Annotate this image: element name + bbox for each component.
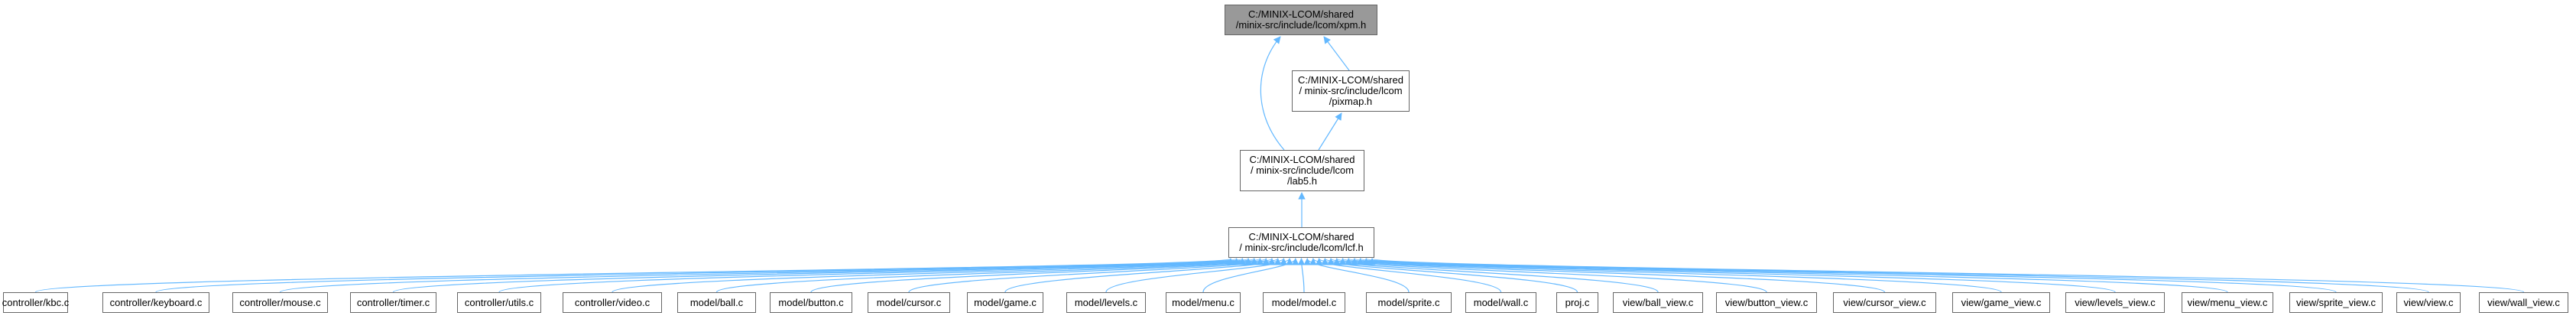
node-leaf-controller-kbc-c[interactable]: controller/kbc.c [2,292,69,313]
edge-leaf-to-lcf [1357,258,2337,293]
node-leaf-model-cursor-c[interactable]: model/cursor.c [868,292,950,313]
node-lcf-h[interactable]: C:/MINIX-LCOM/shared / minix-src/include… [1228,227,1374,258]
edge-leaf-to-lcf [1351,258,2228,293]
node-leaf-controller-timer-c[interactable]: controller/timer.c [350,292,436,313]
node-leaf-view-game-view-c[interactable]: view/game_view.c [1952,292,2050,313]
edge-pixmap-to-xpm [1323,36,1350,71]
node-leaf-controller-utils-c[interactable]: controller/utils.c [457,292,541,313]
node-leaf-model-wall-c[interactable]: model/wall.c [1465,292,1536,313]
node-leaf-model-levels-c[interactable]: model/levels.c [1066,292,1146,313]
node-leaf-view-view-c[interactable]: view/view.c [2396,292,2461,313]
edge-leaf-to-lcf [498,258,1258,293]
node-leaf-model-menu-c[interactable]: model/menu.c [1166,292,1241,313]
edge-leaf-to-lcf [1345,258,2116,293]
node-leaf-view-sprite-view-c[interactable]: view/sprite_view.c [2289,292,2383,313]
node-leaf-proj-c[interactable]: proj.c [1556,292,1598,313]
node-leaf-controller-video-c[interactable]: controller/video.c [563,292,662,313]
node-xpm-h[interactable]: C:/MINIX-LCOM/shared /minix-src/include/… [1225,5,1377,35]
edge-leaf-to-lcf [279,258,1246,293]
node-leaf-view-ball-view-c[interactable]: view/ball_view.c [1613,292,1703,313]
node-leaf-view-wall-view-c[interactable]: view/wall_view.c [2479,292,2568,313]
edge-leaf-to-lcf [1202,258,1299,293]
edge-leaf-to-lcf [392,258,1252,293]
edge-leaf-to-lcf [1339,258,2002,293]
edge-leaf-to-lcf [908,258,1282,293]
edge-leaf-to-lcf [1004,258,1287,293]
edge-leaf-to-lcf [1105,258,1293,293]
node-leaf-model-game-c[interactable]: model/game.c [967,292,1043,313]
node-leaf-model-button-c[interactable]: model/button.c [770,292,852,313]
node-leaf-model-model-c[interactable]: model/model.c [1263,292,1345,313]
node-leaf-view-button-view-c[interactable]: view/button_view.c [1716,292,1817,313]
node-leaf-controller-keyboard-c[interactable]: controller/keyboard.c [102,292,209,313]
node-leaf-model-ball-c[interactable]: model/ball.c [677,292,756,313]
edge-lab5-to-pixmap [1318,112,1342,151]
edge-leaf-to-lcf [612,258,1264,293]
node-leaf-controller-mouse-c[interactable]: controller/mouse.c [232,292,328,313]
node-leaf-view-cursor-view-c[interactable]: view/cursor_view.c [1833,292,1936,313]
node-leaf-view-menu-view-c[interactable]: view/menu_view.c [2182,292,2273,313]
edge-leaf-to-lcf [810,258,1276,293]
node-leaf-model-sprite-c[interactable]: model/sprite.c [1366,292,1452,313]
edge-leaf-to-lcf [1297,258,1306,293]
node-pixmap-h[interactable]: C:/MINIX-LCOM/shared / minix-src/include… [1292,70,1410,112]
node-leaf-view-levels-view-c[interactable]: view/levels_view.c [2065,292,2165,313]
node-lab5-h[interactable]: C:/MINIX-LCOM/shared / minix-src/include… [1240,150,1364,191]
edge-leaf-to-lcf [1369,258,2525,293]
edge-leaf-to-lcf [715,258,1270,293]
edge-leaf-to-lcf [155,258,1240,293]
edge-lab5-to-xpm [1260,36,1285,151]
